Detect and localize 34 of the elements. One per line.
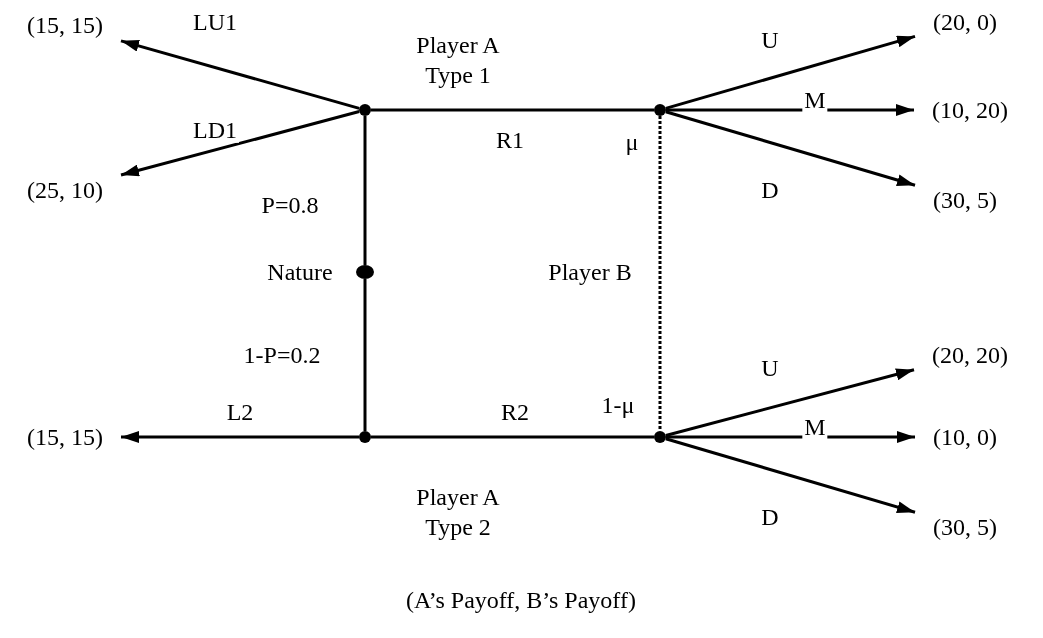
payoff-label: (25, 10) xyxy=(27,176,103,204)
arrow xyxy=(665,437,916,514)
arrow xyxy=(666,104,914,116)
payoff-label: (15, 15) xyxy=(27,11,103,39)
node-caption: Nature xyxy=(267,258,333,287)
arrow xyxy=(666,431,915,443)
branch-line xyxy=(363,279,367,431)
payoff-label: (30, 5) xyxy=(933,186,997,214)
payoff-label: (20, 0) xyxy=(933,8,997,36)
branch-line xyxy=(363,116,367,265)
decision-node xyxy=(654,104,666,116)
decision-node xyxy=(359,431,371,443)
decision-node xyxy=(359,104,371,116)
node-caption: Player A Type 1 xyxy=(415,31,501,90)
decision-node xyxy=(654,431,666,443)
arrow xyxy=(120,39,360,110)
node-caption: Player A Type 2 xyxy=(415,483,501,542)
node-caption: μ xyxy=(625,128,639,157)
branch-line xyxy=(371,435,654,439)
chance-node xyxy=(356,265,374,279)
payoff-label: (30, 5) xyxy=(933,513,997,541)
branch-line xyxy=(371,108,654,112)
node-caption: 1-μ xyxy=(601,391,635,420)
arrow xyxy=(665,110,916,187)
arrow xyxy=(665,368,915,437)
payoff-label: (10, 20) xyxy=(932,96,1008,124)
payoff-label: (20, 20) xyxy=(932,341,1008,369)
payoff-label: (10, 0) xyxy=(933,423,997,451)
arrow xyxy=(665,34,916,110)
payoff-label: (15, 15) xyxy=(27,423,103,451)
information-set-line xyxy=(658,116,662,431)
caption: (A’s Payoff, B’s Payoff) xyxy=(406,586,636,614)
arrow xyxy=(120,110,360,177)
arrow xyxy=(121,431,359,443)
